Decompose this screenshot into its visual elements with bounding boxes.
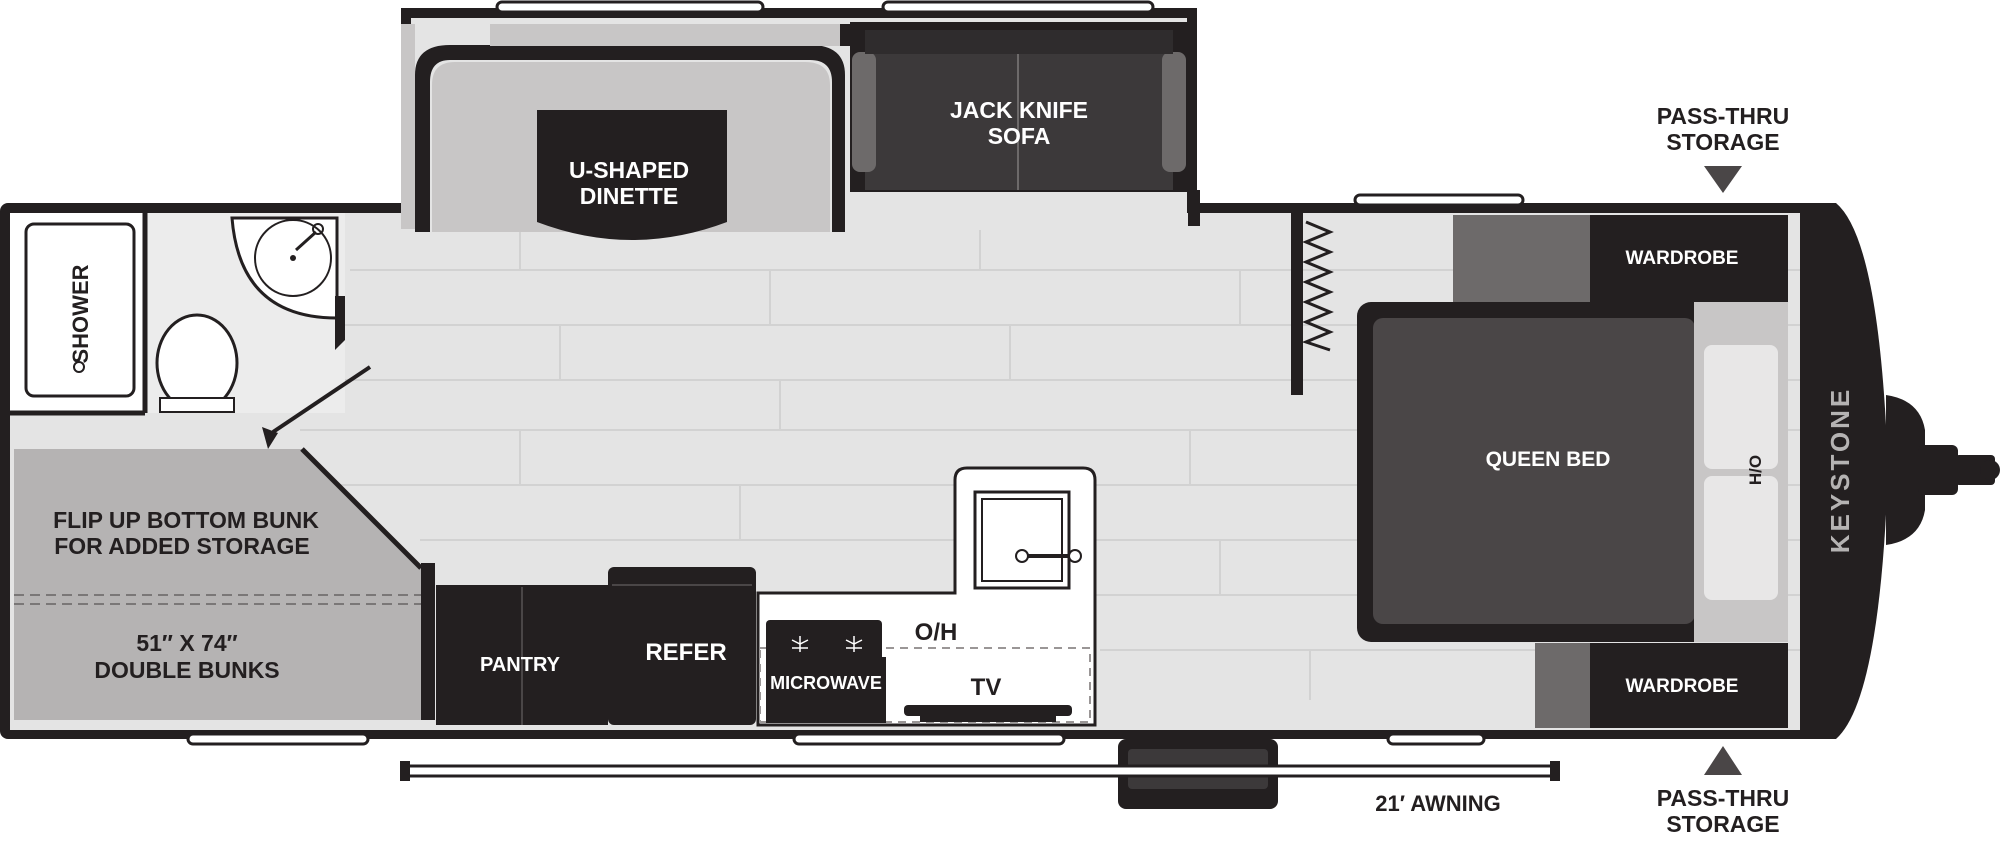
awning-bar <box>403 764 1557 778</box>
bath-door <box>271 365 372 434</box>
microwave-label: MICROWAVE <box>770 673 882 693</box>
shower <box>24 222 136 398</box>
pantry-label: PANTRY <box>480 654 561 676</box>
tv-label: TV <box>971 674 1002 701</box>
window-slide-right <box>881 0 1155 14</box>
dinette-table <box>537 110 727 240</box>
refrigerator <box>608 567 756 725</box>
sofa-label-line2: SOFA <box>988 123 1051 149</box>
burner-icons <box>791 636 863 652</box>
bed-overhead-label: H/O <box>1746 455 1765 485</box>
bunk-note-line2: FOR ADDED STORAGE <box>54 533 310 559</box>
brand-logo: KEYSTONE <box>1825 387 1855 554</box>
arrow-down-icon <box>1704 166 1742 193</box>
wardrobe-top-label: WARDROBE <box>1626 248 1739 269</box>
pillow-bottom <box>1704 476 1778 600</box>
bedroom: WARDROBE WARDROBE QUEEN BED H/O KEYSTONE <box>1291 213 1855 728</box>
pass-thru-bottom: PASS-THRU STORAGE <box>1657 746 1789 837</box>
window-slide-left <box>495 0 765 14</box>
accordion-door <box>1301 220 1334 352</box>
bathroom: SHOWER <box>10 213 372 449</box>
pass-thru-top-line1: PASS-THRU <box>1657 103 1789 129</box>
wardrobe-bottom-label: WARDROBE <box>1626 676 1739 697</box>
window-entry <box>1386 732 1486 746</box>
awning: 21′ AWNING <box>400 761 1560 816</box>
queen-bed-label: QUEEN BED <box>1486 448 1611 471</box>
awning-label: 21′ AWNING <box>1375 791 1500 816</box>
bath-sink-basin-icon <box>254 219 332 297</box>
window-front-bedroom <box>1353 193 1525 207</box>
hitch <box>1886 395 2000 545</box>
dinette-label-line2: DINETTE <box>580 183 678 209</box>
pass-thru-top: PASS-THRU STORAGE <box>1657 103 1789 193</box>
slide-out-furniture: U-SHAPED DINETTE JACK KNIFE SOFA <box>401 22 1200 240</box>
stove <box>766 620 882 666</box>
bunks-name: DOUBLE BUNKS <box>94 657 279 683</box>
dinette-label-line1: U-SHAPED <box>569 157 689 183</box>
tv <box>904 705 1072 716</box>
kitchen: PANTRY REFER O/H MICROWAVE TV <box>436 466 1097 727</box>
refer-label: REFER <box>645 639 726 666</box>
double-bunks <box>14 449 421 720</box>
pass-thru-bottom-line1: PASS-THRU <box>1657 785 1789 811</box>
pass-thru-bottom-line2: STORAGE <box>1666 811 1779 837</box>
wardrobe-top <box>1590 215 1788 303</box>
kitchen-sink <box>973 490 1071 590</box>
bunk-area: FLIP UP BOTTOM BUNK FOR ADDED STORAGE 51… <box>14 447 435 720</box>
pass-thru-top-line2: STORAGE <box>1666 129 1779 155</box>
window-bunk <box>186 732 370 746</box>
sofa-label-line1: JACK KNIFE <box>950 97 1088 123</box>
arrow-up-icon <box>1704 746 1742 775</box>
bunks-size: 51″ X 74″ <box>136 630 237 656</box>
window-kitchen <box>792 732 1066 746</box>
shower-label: SHOWER <box>68 264 93 363</box>
front-cap <box>1800 203 1888 739</box>
wardrobe-bottom <box>1590 643 1788 728</box>
toilet-tank <box>159 397 235 413</box>
bunk-note-line1: FLIP UP BOTTOM BUNK <box>53 507 319 533</box>
overhead-cabinet <box>759 647 1091 723</box>
windows <box>186 0 1525 746</box>
pillow-top <box>1704 345 1778 469</box>
microwave <box>766 657 886 723</box>
overhead-label: O/H <box>915 619 958 646</box>
shower-drain-icon <box>73 361 85 373</box>
toilet <box>155 313 239 413</box>
